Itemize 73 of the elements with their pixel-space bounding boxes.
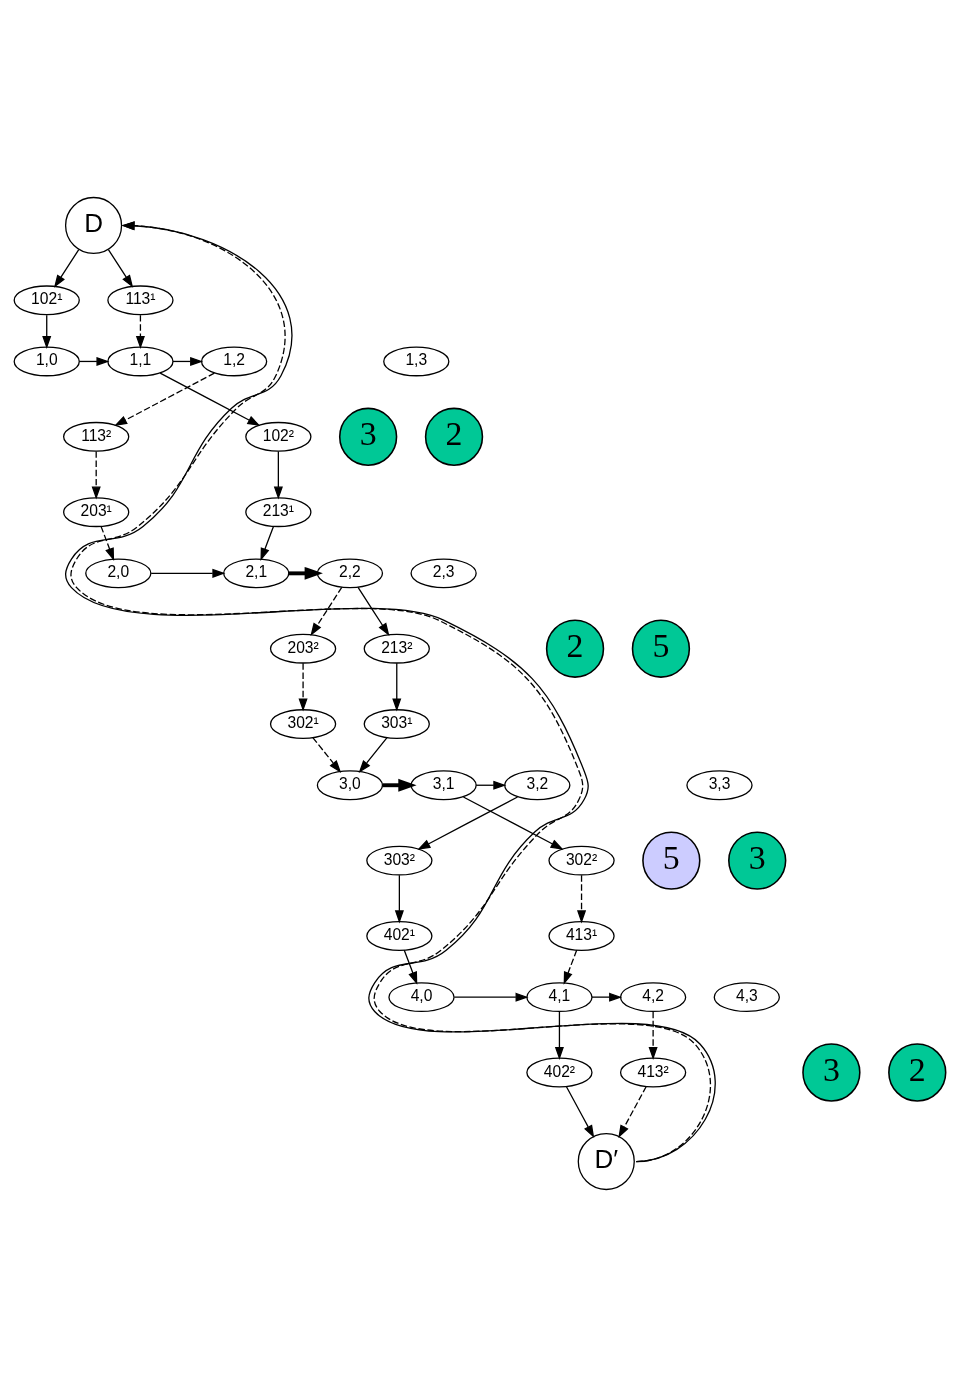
node-ellipse: 3,3 <box>685 770 753 801</box>
node-ellipse: 4,2 <box>619 982 686 1013</box>
node-circle: 3 <box>801 1043 861 1102</box>
node-ellipse: 303² <box>365 845 433 876</box>
arrow <box>416 796 518 850</box>
arrow <box>159 372 260 426</box>
node-ellipse: 213² <box>363 633 430 664</box>
node-ellipse: 402² <box>525 1057 593 1088</box>
arrow <box>99 525 114 561</box>
arrow <box>358 737 387 774</box>
arrow <box>453 992 529 1002</box>
arrow <box>259 525 274 561</box>
node-ellipse: 302¹ <box>269 709 336 740</box>
node-ellipse: 1,1 <box>106 346 174 377</box>
node-ellipse: 102² <box>244 421 312 452</box>
arrow <box>41 314 51 349</box>
node-ellipse: 302² <box>547 845 615 876</box>
node-circle: 5 <box>641 831 701 890</box>
arrow <box>565 1085 594 1139</box>
node-ellipse: 1,3 <box>382 346 449 377</box>
node-ellipse: 3,2 <box>503 770 570 801</box>
node-circle: 2 <box>545 619 604 678</box>
arrow <box>462 796 564 850</box>
node-ellipse: 402¹ <box>365 921 433 951</box>
node-ellipse: 2,3 <box>409 558 477 589</box>
arrow <box>150 568 225 578</box>
node-ellipse: 3,0 <box>316 770 383 801</box>
node-ellipse: 1,0 <box>13 346 80 377</box>
node-ellipse: 4,0 <box>387 982 455 1013</box>
arrow <box>298 662 308 712</box>
node-circle: 3 <box>338 407 397 466</box>
node-circle: 3 <box>727 831 786 890</box>
arrow <box>382 778 417 792</box>
arrow <box>309 586 342 637</box>
node-ellipse: 413¹ <box>547 921 615 951</box>
arrow <box>113 372 215 426</box>
arrow <box>107 248 133 288</box>
arrow <box>356 586 389 637</box>
node-circle: D <box>64 196 122 255</box>
node-ellipse: 3,1 <box>409 770 477 801</box>
node-ellipse: 113² <box>62 421 129 452</box>
node-circle: 2 <box>424 407 483 466</box>
node-ellipse: 2,2 <box>316 558 383 589</box>
arrow <box>394 874 404 924</box>
node-circle: D′ <box>577 1132 635 1191</box>
arrow <box>91 450 101 500</box>
arrow <box>391 662 401 712</box>
node-ellipse: 4,1 <box>525 982 593 1013</box>
node-ellipse: 102¹ <box>13 285 80 316</box>
arrow <box>554 1011 564 1060</box>
arrow <box>311 737 341 774</box>
node-circle: 5 <box>631 619 690 678</box>
node-circle: 2 <box>887 1043 946 1102</box>
arrow <box>403 949 417 985</box>
node-ellipse: 4,3 <box>713 982 780 1013</box>
node-ellipse: 413² <box>619 1057 686 1088</box>
arrow <box>617 1085 647 1139</box>
arrow <box>273 450 283 500</box>
arrow <box>53 248 79 288</box>
node-ellipse: 203¹ <box>62 497 129 528</box>
node-ellipse: 2,1 <box>222 558 289 589</box>
node-ellipse: 213¹ <box>244 497 312 528</box>
arrow <box>648 1011 658 1060</box>
arrow <box>288 566 323 580</box>
arrow <box>576 874 586 924</box>
node-ellipse: 113¹ <box>106 285 174 316</box>
node-ellipse: 203² <box>269 633 336 664</box>
arrow <box>563 949 577 985</box>
arrow <box>135 314 145 349</box>
node-ellipse: 303¹ <box>363 709 430 740</box>
node-ellipse: 1,2 <box>200 346 267 377</box>
node-ellipse: 2,0 <box>84 558 151 589</box>
arrow <box>590 992 622 1002</box>
